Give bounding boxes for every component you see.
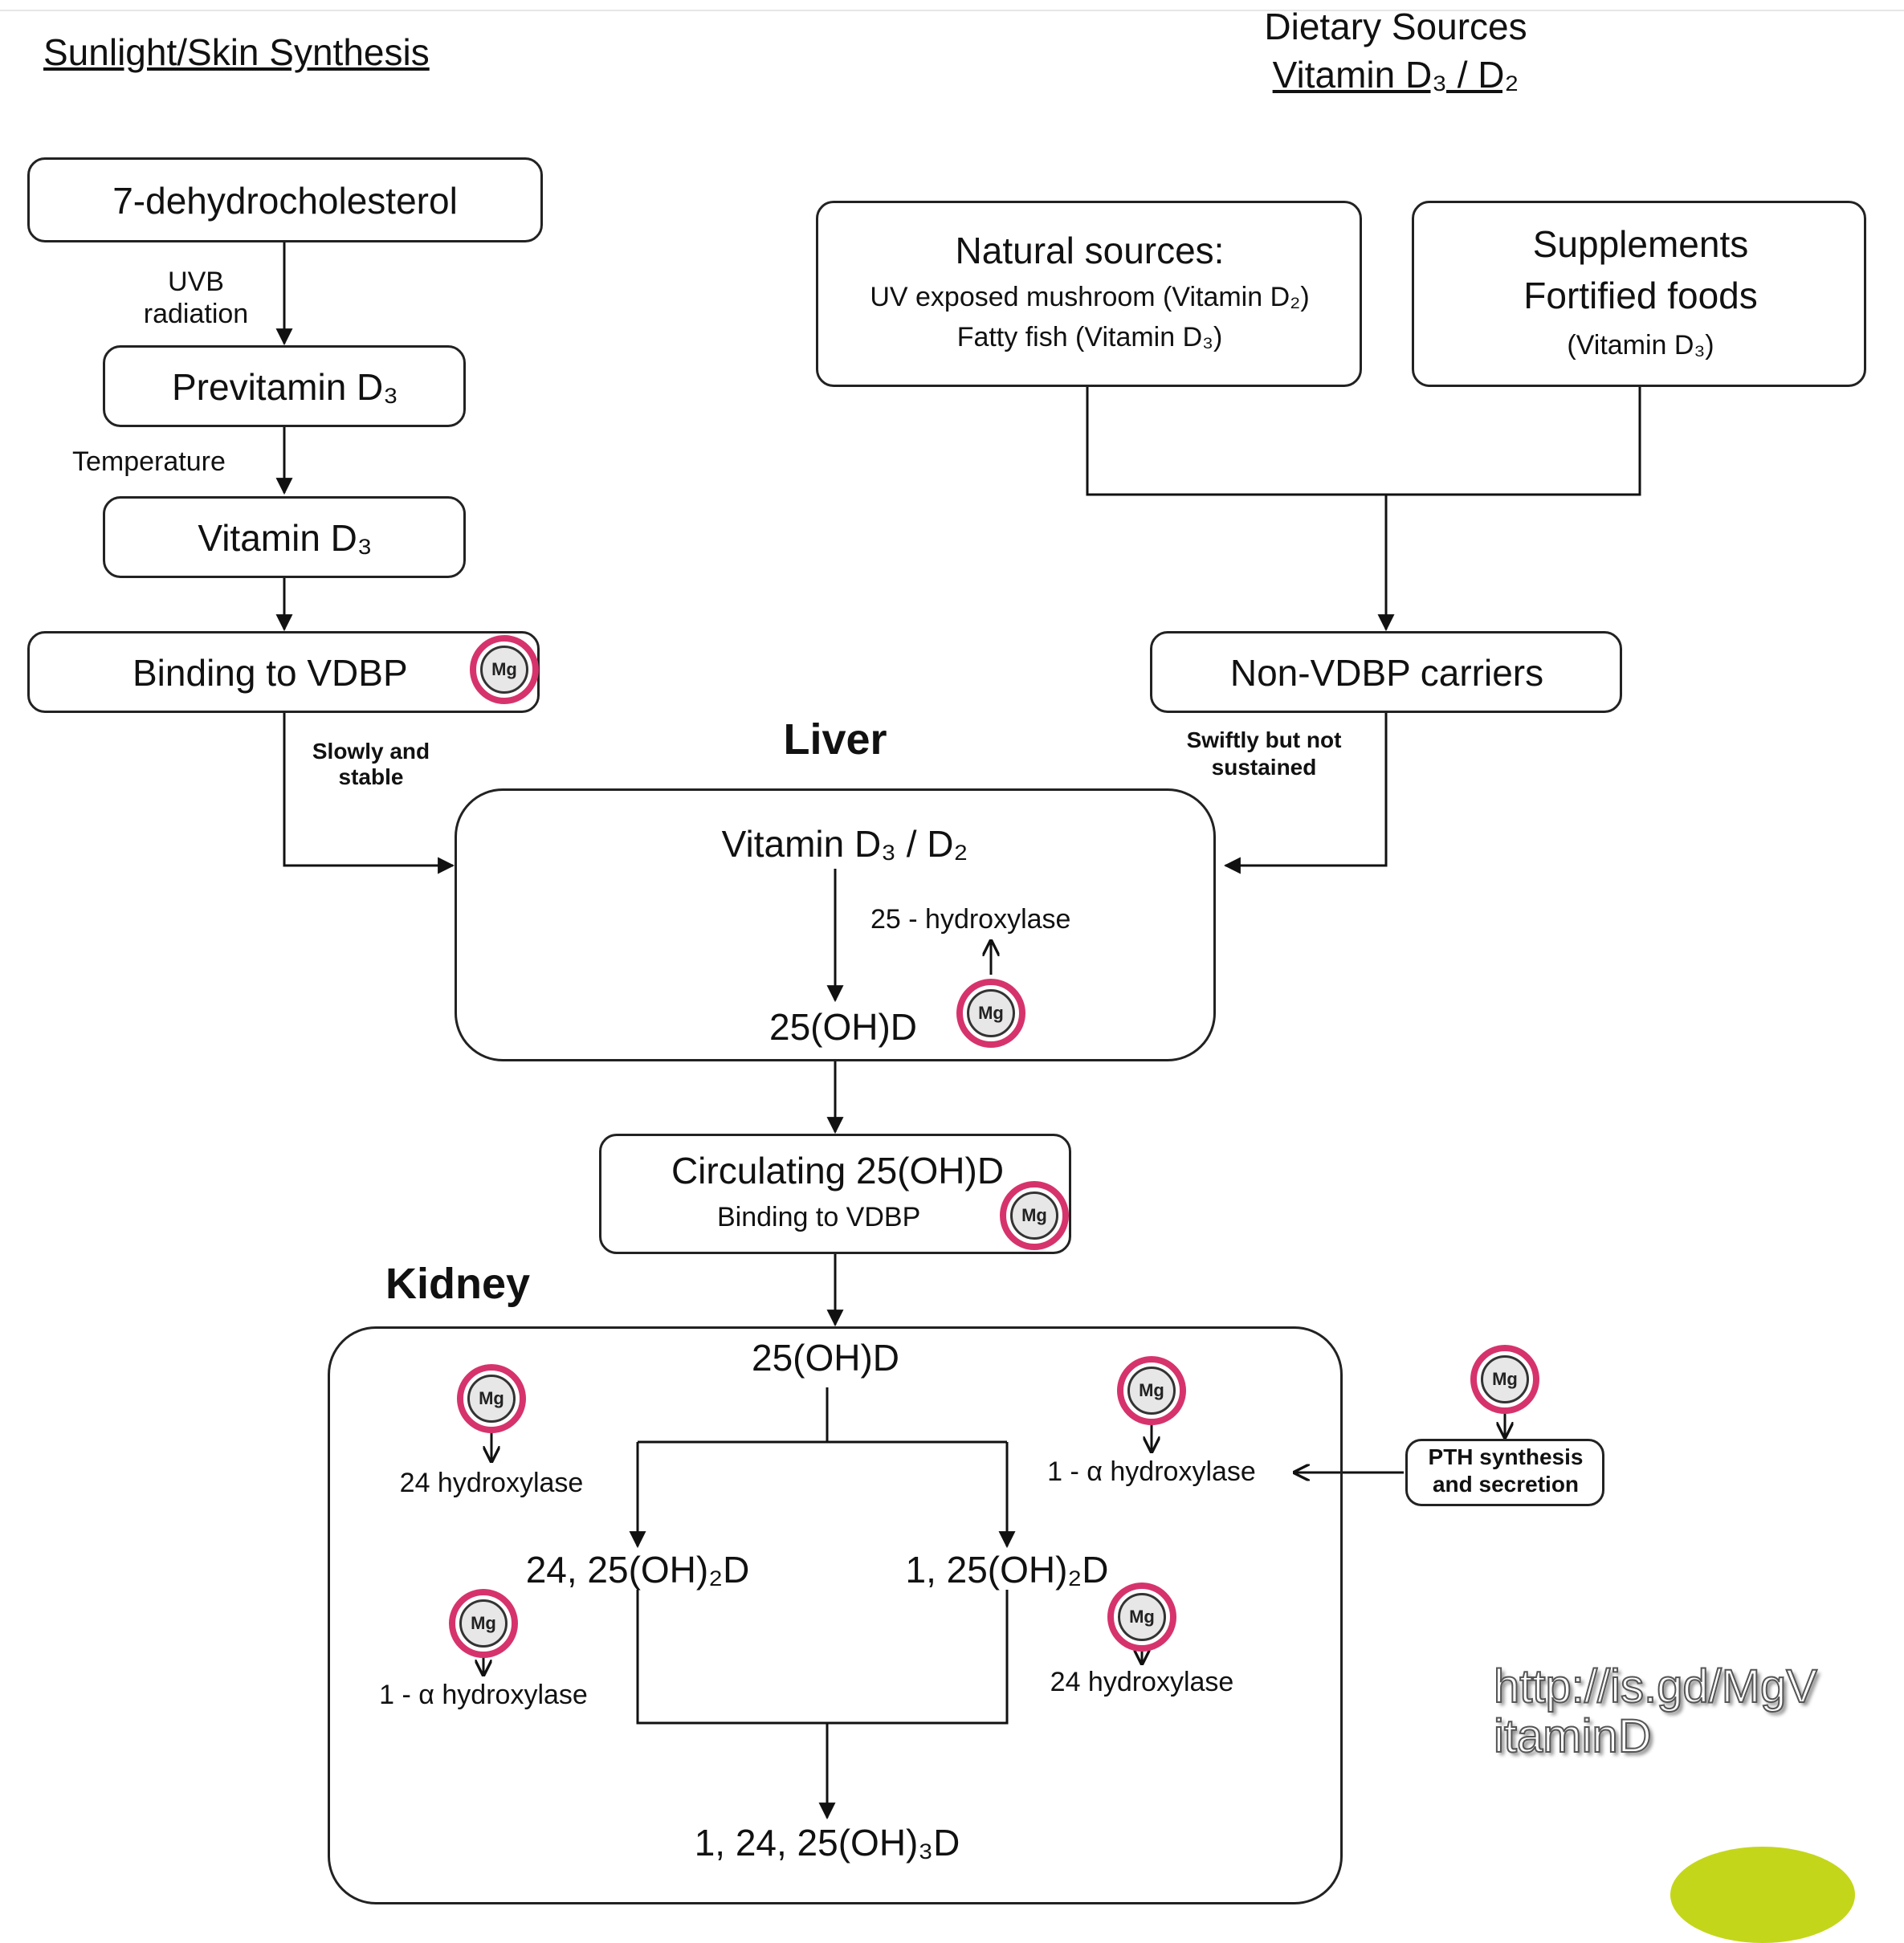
dehydro-label: 7-dehydrocholesterol <box>112 180 458 222</box>
vitamin-d3-label: Vitamin D₃ <box>198 517 373 559</box>
binding-vdbp-box: Binding to VDBP <box>27 631 540 713</box>
top-divider <box>0 10 1904 11</box>
natural-sources-title: Natural sources: <box>955 230 1225 271</box>
pth-line2: and secretion <box>1432 1472 1580 1497</box>
kidney-left-lower-enzyme: 1 - α hydroxylase <box>379 1680 588 1710</box>
mg-icon: Mg <box>1470 1345 1539 1414</box>
kidney-final-product: 1, 24, 25(OH)₃D <box>694 1822 960 1864</box>
dietary-subheader: Vitamin D₃ / D₂ <box>1272 54 1519 96</box>
mg-icon: Mg <box>457 1364 526 1433</box>
corner-decoration <box>1670 1847 1855 1943</box>
mg-label: Mg <box>1127 1367 1176 1415</box>
merge-dietary-sources <box>1086 385 1641 496</box>
mg-icon: Mg <box>470 635 539 704</box>
arrow-nonvdbp-to-liver <box>1223 713 1388 874</box>
liver-title: Liver <box>783 715 887 764</box>
mg-icon: Mg <box>1107 1583 1176 1652</box>
source-url[interactable]: http://is.gd/MgV itaminD <box>1493 1660 1818 1762</box>
stable-label: stable <box>338 764 404 789</box>
liver-region <box>455 788 1216 1061</box>
liver-enzyme-label: 25 - hydroxylase <box>870 904 1071 935</box>
binding-vdbp-label: Binding to VDBP <box>133 652 408 694</box>
dietary-header: Dietary Sources <box>1264 6 1527 47</box>
fortified-label: Fortified foods <box>1523 275 1758 316</box>
mg-label: Mg <box>1481 1355 1529 1403</box>
mg-label: Mg <box>1118 1593 1166 1641</box>
mg-label: Mg <box>480 646 528 694</box>
liver-product-label: 25(OH)D <box>769 1006 918 1048</box>
swiftly-label: Swiftly but not <box>1186 727 1342 752</box>
supplements-box: Supplements Fortified foods (Vitamin D₃) <box>1412 201 1866 387</box>
circulating-box: Circulating 25(OH)D Binding to VDBP <box>599 1134 1071 1254</box>
sunlight-header: Sunlight/Skin Synthesis <box>43 31 430 73</box>
liver-vitamin-label: Vitamin D₃ / D₂ <box>721 823 968 865</box>
mg-label: Mg <box>967 989 1015 1037</box>
mg-label: Mg <box>1010 1191 1058 1240</box>
kidney-right-product: 1, 25(OH)₂D <box>905 1549 1109 1591</box>
natural-line2: Fatty fish (Vitamin D₃) <box>956 322 1223 352</box>
pth-box: PTH synthesis and secretion <box>1405 1439 1604 1506</box>
pth-line1: PTH synthesis <box>1428 1444 1584 1469</box>
circulating-binding: Binding to VDBP <box>717 1202 921 1232</box>
kidney-merge <box>636 1590 1009 1725</box>
kidney-right-lower-enzyme: 24 hydroxylase <box>1050 1667 1234 1697</box>
kidney-title: Kidney <box>385 1260 531 1308</box>
slowly-label: Slowly and <box>312 739 430 764</box>
circulating-title: Circulating 25(OH)D <box>671 1150 1005 1191</box>
arrow-binding-to-liver <box>283 713 455 874</box>
mg-icon: Mg <box>1000 1181 1069 1250</box>
uvb-label: UVB <box>168 267 224 297</box>
kidney-left-product: 24, 25(OH)₂D <box>525 1549 750 1591</box>
previtamin-box: Previtamin D₃ <box>103 345 466 427</box>
natural-line1: UV exposed mushroom (Vitamin D₂) <box>870 282 1310 312</box>
supplements-vitd3: (Vitamin D₃) <box>1567 330 1714 360</box>
non-vdbp-label: Non-VDBP carriers <box>1229 652 1544 694</box>
dehydro-box: 7-dehydrocholesterol <box>27 157 543 242</box>
kidney-right-enzyme: 1 - α hydroxylase <box>1047 1456 1256 1487</box>
temperature-label: Temperature <box>72 446 226 477</box>
natural-sources-box: Natural sources: UV exposed mushroom (Vi… <box>816 201 1362 387</box>
vitamin-d3-box: Vitamin D₃ <box>103 496 466 578</box>
kidney-left-enzyme: 24 hydroxylase <box>399 1468 584 1498</box>
supplements-label: Supplements <box>1532 223 1749 265</box>
mg-icon: Mg <box>956 979 1025 1048</box>
mg-icon: Mg <box>1117 1356 1186 1425</box>
mg-label: Mg <box>467 1375 516 1423</box>
non-vdbp-box: Non-VDBP carriers <box>1150 631 1622 713</box>
radiation-label: radiation <box>143 299 249 329</box>
kidney-input-label: 25(OH)D <box>751 1337 900 1379</box>
mg-label: Mg <box>459 1599 508 1648</box>
mg-icon: Mg <box>449 1589 518 1658</box>
previtamin-label: Previtamin D₃ <box>171 366 399 408</box>
sustained-label: sustained <box>1211 755 1317 780</box>
